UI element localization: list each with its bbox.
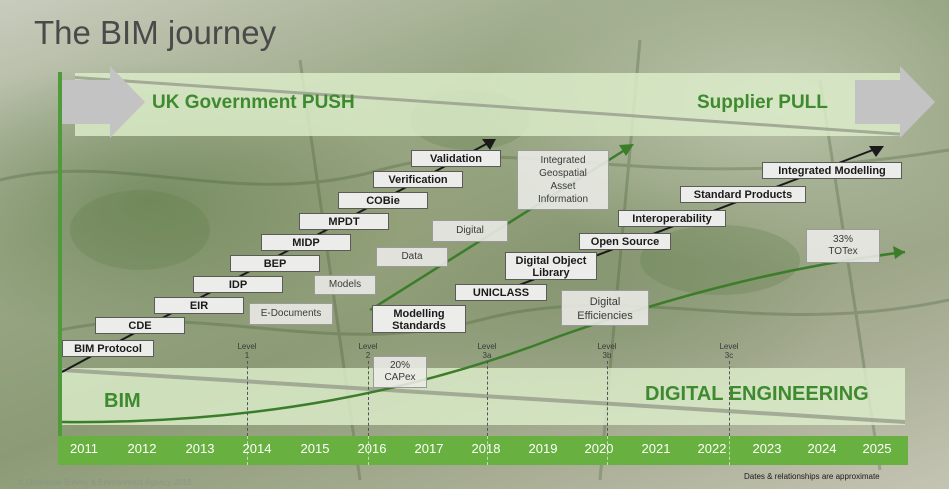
timeline-divider-2016: [368, 436, 369, 465]
growth-curve: [61, 250, 906, 424]
step-modelling-standards: Modelling Standards: [372, 305, 466, 333]
step-idp: IDP: [193, 276, 283, 293]
label-capex: 20% CAPex: [373, 356, 427, 388]
year-2015: 2015: [300, 441, 330, 456]
step-uniclass: UNICLASS: [455, 284, 547, 301]
level-1-marker: Level 1: [237, 342, 257, 360]
bim-label: BIM: [104, 390, 141, 412]
stair-line-1-arrowhead-icon: [482, 139, 496, 150]
digital-engineering-label: DIGITAL ENGINEERING: [645, 383, 869, 405]
step-open-source: Open Source: [579, 233, 671, 250]
year-2025: 2025: [862, 441, 892, 456]
year-2021: 2021: [641, 441, 671, 456]
label-models: Models: [314, 275, 376, 295]
level-3b-line: [607, 361, 608, 436]
level-3a-line: [487, 361, 488, 436]
level-3b-marker: Level 3b: [597, 342, 617, 360]
year-2016: 2016: [357, 441, 387, 456]
level-2-line: [368, 361, 369, 436]
step-validation: Validation: [411, 150, 501, 167]
step-bep: BEP: [230, 255, 320, 272]
pull-label: Supplier PULL: [697, 92, 828, 113]
page-title: The BIM journey: [34, 14, 277, 51]
level-3c-marker: Level 3c: [719, 342, 739, 360]
label-integrated-geospatial: Integrated Geospatial Asset Information: [517, 150, 609, 210]
year-2019: 2019: [528, 441, 558, 456]
push-label: UK Government PUSH: [152, 92, 355, 113]
step-cde: CDE: [95, 317, 185, 334]
step-standard-products: Standard Products: [680, 186, 806, 203]
year-2014: 2014: [242, 441, 272, 456]
vertical-axis: [58, 72, 62, 442]
year-2012: 2012: [127, 441, 157, 456]
step-digital-object-library: Digital Object Library: [505, 252, 597, 280]
level-2-marker: Level 2: [358, 342, 378, 360]
green-line-arrowhead-icon: [619, 144, 634, 156]
label-e-documents: E-Documents: [249, 303, 333, 325]
level-3c-line: [729, 361, 730, 436]
year-2022: 2022: [697, 441, 727, 456]
level-1-line: [247, 361, 248, 436]
year-2018: 2018: [471, 441, 501, 456]
timeline-divider-2020: [607, 436, 608, 465]
label-data: Data: [376, 247, 448, 267]
label-totex: 33% TOTex: [806, 229, 880, 263]
year-2023: 2023: [752, 441, 782, 456]
push-pull-divider: [75, 76, 905, 136]
timeline-bar: [58, 436, 908, 465]
year-2013: 2013: [185, 441, 215, 456]
step-mpdt: MPDT: [299, 213, 389, 230]
timeline-divider-2014: [247, 436, 248, 465]
year-2011: 2011: [70, 441, 98, 456]
step-bim-protocol: BIM Protocol: [62, 340, 154, 357]
step-cobie: COBie: [338, 192, 428, 209]
timeline-divider-2022: [729, 436, 730, 465]
year-2024: 2024: [807, 441, 837, 456]
label-digital-efficiencies: Digital Efficiencies: [561, 290, 649, 326]
step-integrated-modelling: Integrated Modelling: [762, 162, 902, 179]
stair-line-2-arrowhead-icon: [869, 146, 884, 157]
year-2017: 2017: [414, 441, 444, 456]
step-interoperability: Interoperability: [618, 210, 726, 227]
footnote: Dates & relationships are approximate: [744, 472, 880, 481]
year-2020: 2020: [584, 441, 614, 456]
growth-curve-arrowhead-icon: [893, 246, 905, 259]
pull-arrow-icon: [855, 66, 935, 138]
level-3a-marker: Level 3a: [477, 342, 497, 360]
step-eir: EIR: [154, 297, 244, 314]
push-arrow-icon: [62, 66, 145, 138]
label-digital: Digital: [432, 220, 508, 242]
copyright: © Ordnance Survey & Environment Agency 2…: [18, 478, 192, 487]
bim-digital-divider: [62, 368, 905, 424]
step-midp: MIDP: [261, 234, 351, 251]
timeline-divider-2018: [487, 436, 488, 465]
step-verification: Verification: [373, 171, 463, 188]
